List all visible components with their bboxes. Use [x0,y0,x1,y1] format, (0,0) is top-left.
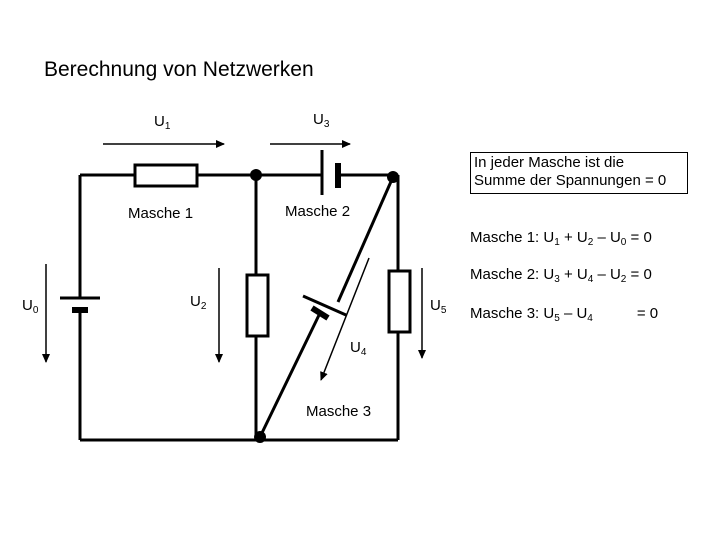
label-u1: U1 [154,113,171,132]
wires [78,173,400,442]
junction-nodes [250,169,399,443]
wire-diagonal-upper [336,176,395,303]
resistor-u1 [133,163,199,188]
resistor-u5 [387,269,412,334]
label-masche-1: Masche 1 [128,205,194,222]
node-top-right [387,171,399,183]
node-bottom [254,431,266,443]
label-u5: U5 [430,297,447,316]
label-masche-3: Masche 3 [306,403,372,420]
equation-masche-2: Masche 2: U3 + U4 – U2 = 0 [470,266,652,285]
label-u2: U2 [190,293,207,312]
label-masche-2: Masche 2 [285,203,351,220]
label-u4: U4 [350,339,367,358]
label-u3: U3 [313,111,330,130]
label-u0: U0 [22,297,39,316]
equation-masche-3: Masche 3: U5 – U4= 0 [470,305,659,324]
equation-masche-1: Masche 1: U1 + U2 – U0 = 0 [470,229,652,248]
battery-u4-short-plate [310,305,330,321]
resistor-u2 [245,273,270,338]
page-title: Berechnung von Netzwerken [44,58,314,81]
rule-note-line-2: Summe der Spannungen = 0 [474,172,667,189]
node-top-middle [250,169,262,181]
battery-u4-long-plate [302,294,347,317]
arrow-u4 [320,257,370,381]
rule-note-line-1: In jeder Masche ist die [474,154,625,171]
rule-note-box: In jeder Masche ist die Summe der Spannu… [470,152,688,194]
wire-diagonal-lower [258,312,322,438]
